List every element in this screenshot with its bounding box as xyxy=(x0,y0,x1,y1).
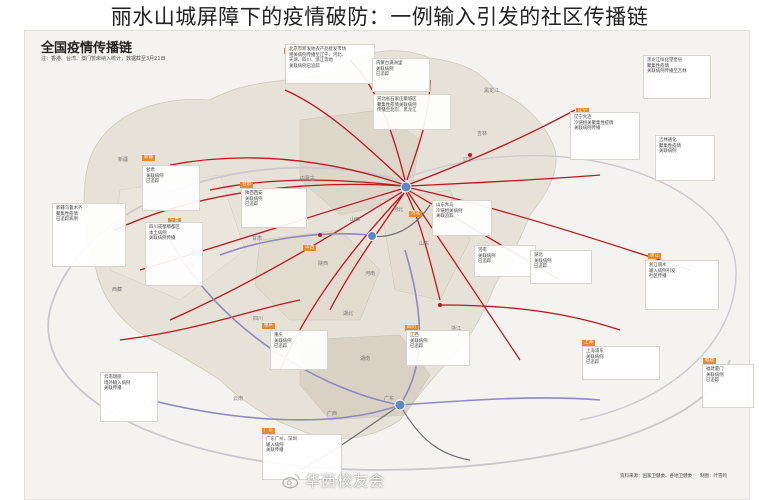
grey-arrow xyxy=(369,204,431,238)
tag-zhejiang: 浙江 xyxy=(648,253,661,259)
tag-chongqing: 重庆 xyxy=(262,323,275,329)
province-label-shandong: 山东 xyxy=(419,241,430,247)
purple-arrow xyxy=(399,249,421,406)
tag-guangdong: 广东 xyxy=(262,428,275,434)
page-title: 丽水山城屏障下的疫情破防：一例输入引发的社区传播链 xyxy=(110,5,649,29)
watermark-text: 华西校友会 xyxy=(305,472,386,490)
note-box: 河北省石家庄藁城区 聚集性疫情关联病例 传播至北京、黑龙江 xyxy=(373,94,451,130)
province-label-shaanxi: 陕西 xyxy=(318,261,329,267)
red-arrow xyxy=(284,89,406,183)
hub-guangzhou xyxy=(394,399,406,411)
hub-small xyxy=(468,153,472,157)
tag-ningxia: 宁夏 xyxy=(168,218,181,224)
note-box: 云南瑞丽 境外输入病例 关联传播 xyxy=(100,372,158,422)
note-box: 江西 关联病例 已追踪 xyxy=(406,330,470,366)
note-box: 重庆 关联病例 已追踪 xyxy=(270,330,328,370)
outer-loop-arrow xyxy=(399,154,737,421)
data-source-credit: 资料来源：国家卫健委、各地卫健委 xyxy=(620,474,692,479)
tag-shanghai: 上海 xyxy=(582,340,595,346)
red-arrow xyxy=(406,79,431,181)
note-box: 吉林通化 聚集性疫情 关联病例 xyxy=(655,135,715,181)
red-arrow xyxy=(439,304,621,331)
purple-arrow xyxy=(219,232,371,256)
province-label-heilongjiang: 黑龙江 xyxy=(484,88,500,94)
weibo-icon xyxy=(282,474,300,489)
tag-liaoning: 辽宁 xyxy=(576,108,589,114)
tag-shanxi: 山西 xyxy=(303,245,316,251)
province-label-henan: 河南 xyxy=(365,271,376,277)
province-label-xizang: 西藏 xyxy=(112,287,123,293)
province-label-xinjiang: 新疆 xyxy=(118,157,129,163)
purple-arrow xyxy=(399,397,601,406)
province-label-gansu: 甘肃 xyxy=(252,236,263,242)
note-box: 湖北 关联病例 已追踪 xyxy=(530,250,592,284)
note-box: 内蒙古满洲里 关联病例 已追踪 xyxy=(372,58,430,92)
purple-arrow xyxy=(149,399,401,421)
province-label-neimenggu: 内蒙古 xyxy=(300,176,316,182)
note-box: 陕西西安 关联病例 已追踪 xyxy=(241,188,307,228)
province-label-yunnan: 云南 xyxy=(233,396,244,402)
province-label-shanxi: 山西 xyxy=(350,217,361,223)
tag-gansu: 甘肃 xyxy=(240,182,253,188)
red-arrow xyxy=(409,109,576,185)
tag-fujian: 福建 xyxy=(703,358,716,364)
hub-beijing xyxy=(400,181,412,193)
red-arrow xyxy=(119,299,301,341)
tag-sichuan: 四川 xyxy=(405,325,418,331)
red-arrow xyxy=(329,192,405,311)
note-box: 黑龙江绥化望奎县 聚集性疫情 关联病例传播至吉林 xyxy=(643,55,711,99)
province-label-zhejiang: 浙江 xyxy=(451,326,462,332)
tag-hebei: 河北 xyxy=(409,211,422,217)
hub-shijiazhuang xyxy=(367,231,377,241)
tag-xinjiang: 新疆 xyxy=(142,155,155,161)
note-box: 广东广州、深圳 输入病例 关联传播 xyxy=(262,434,342,480)
province-label-hubei: 湖北 xyxy=(343,311,354,317)
red-arrow xyxy=(169,157,406,186)
note-box: 福建厦门 关联病例 已追踪 xyxy=(702,364,754,408)
note-box: 甘肃 关联病例 已追踪 xyxy=(142,165,200,211)
note-box: 河南 关联病例 已追踪 xyxy=(474,245,536,277)
red-arrow xyxy=(409,174,601,187)
poster-subtitle: 注：香港、台湾、澳门暂未纳入统计，数据截至3月21日 xyxy=(41,56,166,62)
province-label-liaoning: 辽宁 xyxy=(463,157,474,163)
red-arrow xyxy=(209,179,406,191)
red-arrow xyxy=(169,191,403,321)
red-arrow xyxy=(405,191,441,301)
province-label-jilin: 吉林 xyxy=(477,131,488,137)
note-box: 山东青岛 冷链相关病例 关联追踪 xyxy=(432,200,492,236)
province-label-sichuan: 四川 xyxy=(253,316,264,322)
red-arrow xyxy=(407,191,521,361)
note-box: 辽宁大连 冷链相关聚集性疫情 关联病例传播 xyxy=(570,112,640,160)
note-box: 新疆乌鲁木齐 聚集性疫情 已追踪病例 xyxy=(52,203,126,267)
note-box: 北京市新发地农产品批发市场 相关病例传播至辽宁、河北、 天津、四川、浙江等地 关… xyxy=(285,44,375,84)
note-box: 四川成都郫都区 本土病例 关联病例传播 xyxy=(145,222,203,286)
design-credit: 制图：叶雪鸣 xyxy=(700,474,727,479)
province-shade-south xyxy=(299,334,431,421)
hub-small xyxy=(318,233,322,237)
poster-title: 全国疫情传播链 xyxy=(41,41,133,56)
grey-arrow xyxy=(399,404,471,461)
province-label-hebei: 河北 xyxy=(393,207,404,213)
province-label-hunan: 湖南 xyxy=(360,356,371,362)
province-label-guangxi: 广西 xyxy=(327,411,338,417)
note-box: 浙江丽水 输入病例引发 社区传播 xyxy=(645,260,719,310)
hub-small xyxy=(438,303,442,307)
province-label-guangdong: 广东 xyxy=(384,396,395,402)
note-box: 上海浦东 关联病例 已追踪 xyxy=(582,346,660,380)
